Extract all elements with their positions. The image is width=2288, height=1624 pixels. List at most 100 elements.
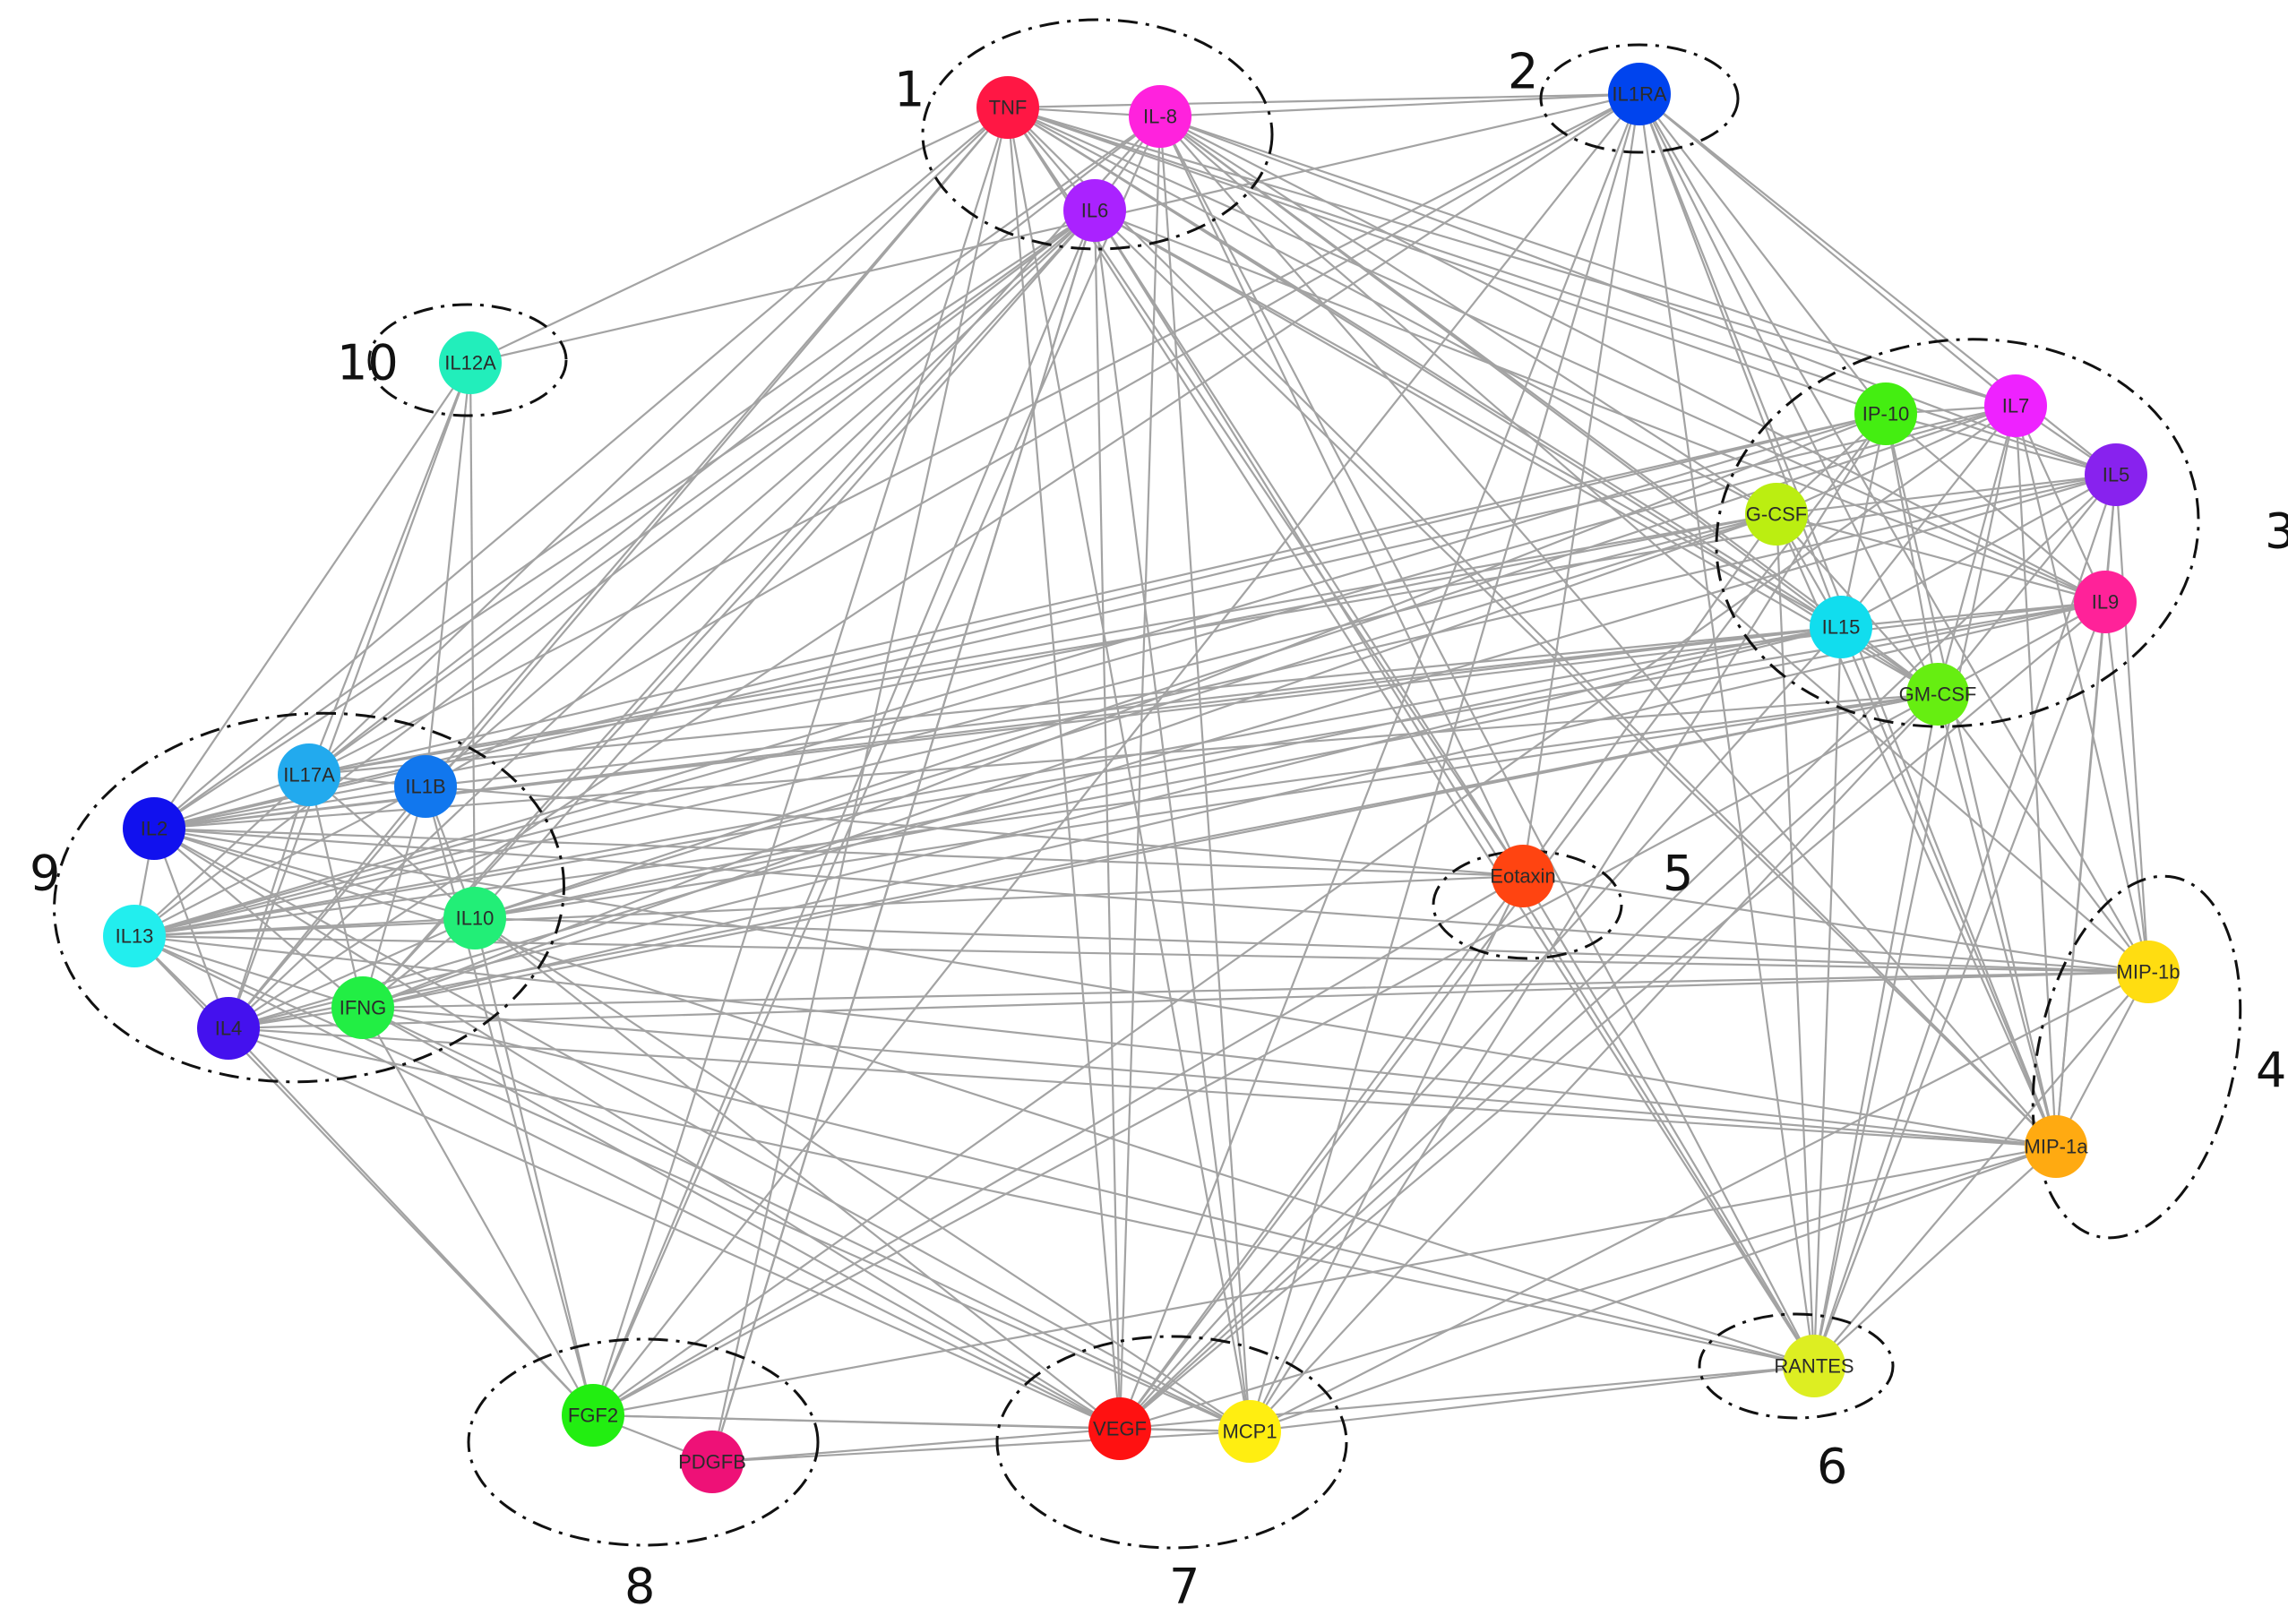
edge-IL1RA-IL1B — [425, 93, 1640, 787]
node-circle-IL13 — [103, 905, 166, 967]
edge-RANTES-IL2 — [153, 827, 1815, 1368]
node-MIP1a: MIP-1a — [2025, 1115, 2089, 1178]
edge-IL6-IFNG — [362, 210, 1096, 1009]
edge-MCP1-IL10 — [474, 917, 1251, 1432]
node-IL8: IL-8 — [1129, 85, 1191, 148]
edge-IL12A-IL2 — [153, 362, 471, 829]
edge-IL6-MIP1a — [1094, 210, 2057, 1147]
edge-IP10-IL5 — [1885, 412, 2117, 477]
node-label-FGF2: FGF2 — [568, 1405, 618, 1427]
edge-IL8-Eotaxin — [1159, 116, 1524, 877]
group-label-3: 3 — [2265, 503, 2288, 560]
node-label-MIP1a: MIP-1a — [2025, 1136, 2089, 1158]
node-RANTES: RANTES — [1774, 1335, 1854, 1397]
edge-IL17A-IL13 — [133, 774, 310, 937]
edge-IL6-IL10 — [474, 210, 1096, 919]
edge-IL1RA-MCP1 — [1248, 93, 1641, 1432]
node-circle-IP10 — [1854, 382, 1917, 445]
edge-IL13-IFNG — [133, 934, 364, 1010]
edge-IL15-IL4 — [228, 625, 1842, 1030]
edge-MIP1a-IL2 — [153, 827, 2057, 1148]
edge-IL1B-IL4 — [228, 786, 426, 1029]
edge-GMCSF-IL2 — [153, 692, 1939, 830]
edge-FGF2-IL1B — [424, 786, 595, 1416]
edge-IL6-IL2 — [153, 210, 1096, 829]
edge-IL8-IL17A — [308, 116, 1161, 776]
edge-GMCSF-IL10 — [474, 692, 1939, 920]
edge-VEGF-IL4 — [228, 1027, 1121, 1431]
group-ring-7 — [995, 1335, 1348, 1550]
edge-IL6-IL17A — [308, 210, 1096, 776]
edge-IL17A-IL10 — [308, 774, 476, 919]
node-MCP1: MCP1 — [1218, 1400, 1281, 1463]
edge-IP10-VEGF — [1119, 413, 1887, 1430]
edge-IL6-IL15 — [1094, 210, 1842, 628]
group-ring-1 — [921, 18, 1274, 251]
edge-IP10-IL15 — [1839, 413, 1888, 628]
edge-GCSF-IFNG — [362, 512, 1777, 1010]
edge-MIP1a-RANTES — [1813, 1146, 2057, 1367]
node-label-VEGF: VEGF — [1093, 1418, 1147, 1440]
node-label-MCP1: MCP1 — [1222, 1421, 1277, 1443]
node-label-IL10: IL10 — [456, 907, 495, 930]
edge-VEGF-IL10 — [474, 917, 1121, 1430]
edge-VEGF-IL2 — [153, 828, 1121, 1430]
edge-MIP1b-IFNG — [362, 970, 2149, 1010]
edge-IL5-IL13 — [133, 473, 2117, 938]
edge-GMCSF-IFNG — [362, 692, 1939, 1010]
edge-IL1RA-Eotaxin — [1521, 93, 1641, 877]
edge-IP10-IL17A — [308, 412, 1887, 777]
edge-IL7-GCSF — [1776, 404, 2017, 516]
edge-IL15-IL1B — [425, 625, 1842, 788]
edge-Eotaxin-FGF2 — [592, 875, 1524, 1416]
node-circle-PDGFB — [681, 1431, 744, 1493]
edge-TNF-MCP1 — [1006, 107, 1252, 1432]
edge-RANTES-IL4 — [228, 1027, 1815, 1368]
edge-IL15-IL13 — [133, 625, 1842, 938]
edge-IL9-MIP1b — [2103, 601, 2150, 973]
node-label-GCSF: G-CSF — [1746, 503, 1807, 526]
edge-IL8-IL7 — [1159, 115, 2017, 408]
node-circle-IL7 — [1984, 374, 2047, 437]
edge-IL8-FGF2 — [591, 116, 1162, 1416]
edge-VEGF-PDGFB — [711, 1427, 1121, 1464]
edge-FGF2-IL10 — [473, 917, 595, 1416]
node-label-TNF: TNF — [989, 97, 1028, 119]
group-ring-9 — [53, 711, 565, 1084]
edge-IL15-MIP1a — [1839, 626, 2058, 1147]
edge-MCP1-FGF2 — [592, 1413, 1251, 1433]
edge-IL5-VEGF — [1119, 474, 2117, 1430]
node-circle-MIP1a — [2025, 1115, 2087, 1178]
node-label-IL1B: IL1B — [405, 776, 445, 798]
edge-IL15-VEGF — [1119, 626, 1842, 1430]
node-label-IL15: IL15 — [1822, 616, 1861, 639]
edge-GCSF-IL17A — [308, 512, 1777, 777]
node-PDGFB: PDGFB — [678, 1431, 746, 1493]
group-label-8: 8 — [624, 1559, 655, 1615]
node-IP10: IP-10 — [1854, 382, 1917, 445]
edge-IL1B-IL2 — [153, 785, 426, 830]
edge-IL7-MIP1b — [2014, 405, 2150, 973]
edge-IL8-MIP1a — [1159, 116, 2057, 1147]
edge-Eotaxin-IL2 — [153, 827, 1524, 878]
node-MIP1b: MIP-1b — [2117, 941, 2180, 1003]
edge-IL8-IL2 — [153, 116, 1161, 829]
group-label-1: 1 — [894, 62, 925, 118]
node-label-IL4: IL4 — [215, 1018, 243, 1040]
edge-TNF-FGF2 — [591, 107, 1010, 1416]
node-label-PDGFB: PDGFB — [678, 1451, 746, 1474]
node-label-IL9: IL9 — [2092, 591, 2120, 614]
edge-IL1RA-IL7 — [1639, 93, 2017, 407]
edge-IL8-IL5 — [1159, 115, 2117, 477]
node-IL2: IL2 — [123, 797, 185, 860]
node-label-IL1RA: IL1RA — [1612, 83, 1666, 106]
group-ring-3 — [1715, 338, 2200, 728]
edge-GMCSF-FGF2 — [592, 693, 1939, 1416]
edge-IL1RA-RANTES — [1638, 93, 1816, 1367]
node-label-IL12A: IL12A — [444, 352, 496, 374]
node-label-IL6: IL6 — [1081, 200, 1109, 222]
edge-MCP1-IL2 — [153, 828, 1251, 1432]
node-circle-IL9 — [2074, 571, 2137, 633]
node-label-IL8: IL-8 — [1143, 106, 1177, 128]
group-label-5: 5 — [1663, 846, 1693, 902]
